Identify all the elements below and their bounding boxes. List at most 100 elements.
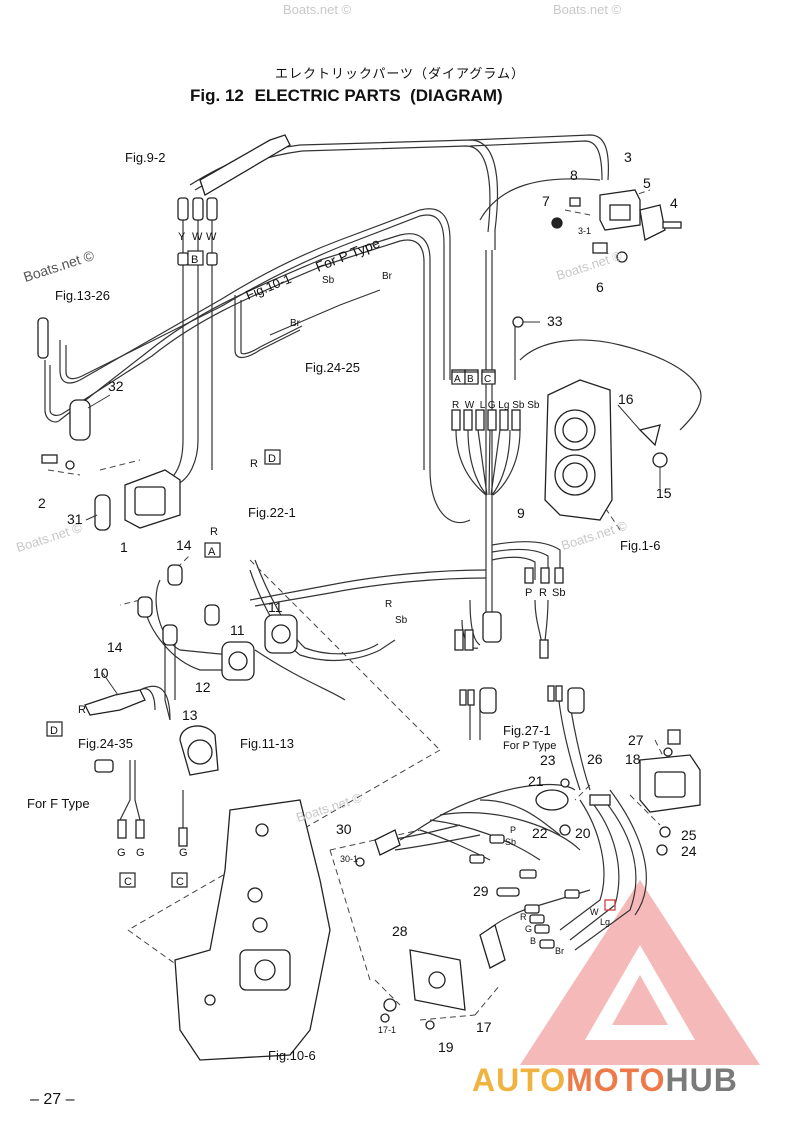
callout-leaders xyxy=(85,321,661,696)
svg-text:24: 24 xyxy=(681,843,697,859)
svg-text:2: 2 xyxy=(38,495,46,511)
svg-text:R W L G Lg Sb Sb: R W L G Lg Sb Sb xyxy=(452,400,540,411)
svg-text:P: P xyxy=(510,825,516,835)
svg-text:8: 8 xyxy=(570,167,578,183)
label-for-f-type: For F Type xyxy=(27,796,90,811)
svg-text:12: 12 xyxy=(195,679,211,695)
svg-text:Sb: Sb xyxy=(395,615,408,626)
svg-text:16: 16 xyxy=(618,391,634,407)
label-fig24-25: Fig.24-25 xyxy=(305,360,360,375)
svg-text:G: G xyxy=(136,847,145,859)
watermark: Boats.net © xyxy=(283,2,352,17)
label-fig11-13: Fig.11-13 xyxy=(240,736,294,751)
svg-text:Lg: Lg xyxy=(600,917,610,927)
svg-text:11: 11 xyxy=(230,622,245,638)
svg-text:17: 17 xyxy=(476,1019,492,1035)
svg-text:R: R xyxy=(250,458,258,470)
svg-text:3: 3 xyxy=(624,149,632,165)
svg-text:R: R xyxy=(520,912,527,922)
svg-text:W: W xyxy=(192,231,203,243)
svg-text:18: 18 xyxy=(625,751,641,767)
svg-text:R: R xyxy=(539,587,547,599)
brand-triangle-logo xyxy=(520,880,760,1065)
svg-text:W: W xyxy=(206,231,217,243)
svg-text:31: 31 xyxy=(67,511,83,527)
svg-text:17-1: 17-1 xyxy=(378,1025,396,1035)
svg-text:R: R xyxy=(78,704,86,716)
svg-text:23: 23 xyxy=(540,752,556,768)
svg-text:A: A xyxy=(208,546,216,558)
svg-text:20: 20 xyxy=(575,825,591,841)
label-fig10-6: Fig.10-6 xyxy=(268,1048,316,1063)
svg-text:27: 27 xyxy=(628,732,644,748)
figure-number: Fig. 12 xyxy=(190,86,244,105)
svg-text:Sb: Sb xyxy=(505,837,516,847)
figure-title: Fig. 12 ELECTRIC PARTS (DIAGRAM) xyxy=(190,86,509,106)
svg-text:9: 9 xyxy=(517,505,525,521)
svg-text:Y: Y xyxy=(178,231,186,243)
svg-text:Br: Br xyxy=(382,271,393,282)
svg-text:P: P xyxy=(525,587,532,599)
svg-text:W: W xyxy=(590,907,599,917)
svg-text:3-1: 3-1 xyxy=(578,226,591,236)
svg-text:21: 21 xyxy=(528,773,544,789)
svg-text:D: D xyxy=(50,725,58,737)
svg-text:Br: Br xyxy=(555,946,564,956)
svg-text:G: G xyxy=(179,847,188,859)
svg-text:32: 32 xyxy=(108,378,124,394)
svg-text:26: 26 xyxy=(587,751,603,767)
brand-part-moto: MOTO xyxy=(566,1062,666,1098)
svg-text:22: 22 xyxy=(532,825,548,841)
svg-text:G: G xyxy=(117,847,126,859)
svg-text:D: D xyxy=(268,453,276,465)
label-for-p-type: For P Type xyxy=(313,234,382,274)
title-japanese: エレクトリックパーツ（ダイアグラム） xyxy=(274,66,526,81)
svg-text:C: C xyxy=(124,876,132,888)
svg-text:19: 19 xyxy=(438,1039,454,1055)
svg-text:A: A xyxy=(454,374,461,385)
box-markers xyxy=(46,250,496,888)
svg-text:28: 28 xyxy=(392,923,408,939)
label-fig13-26: Fig.13-26 xyxy=(55,288,110,303)
svg-text:10: 10 xyxy=(93,665,109,681)
label-for-p-type-2: For P Type xyxy=(503,740,556,752)
svg-text:C: C xyxy=(176,876,184,888)
parts xyxy=(37,134,701,1061)
label-fig24-35: Fig.24-35 xyxy=(78,736,133,751)
svg-text:1: 1 xyxy=(120,539,128,555)
label-fig1-6: Fig.1-6 xyxy=(620,538,660,553)
svg-text:6: 6 xyxy=(596,279,604,295)
svg-text:25: 25 xyxy=(681,827,697,843)
svg-text:14: 14 xyxy=(176,537,192,553)
watermark: Boats.net © xyxy=(553,2,622,17)
svg-text:R: R xyxy=(210,526,218,538)
brand-part-hub: HUB xyxy=(665,1062,738,1098)
label-fig22-1: Fig.22-1 xyxy=(248,505,296,520)
label-fig10-1: Fig.10-1 xyxy=(244,271,294,303)
svg-text:14: 14 xyxy=(107,639,123,655)
svg-text:C: C xyxy=(484,374,491,385)
brand-part-auto: AUTO xyxy=(472,1062,567,1098)
label-fig27-1: Fig.27-1 xyxy=(503,723,551,738)
svg-text:G: G xyxy=(525,924,532,934)
svg-text:30: 30 xyxy=(336,821,352,837)
brand-wordmark: AUTOMOTOHUB xyxy=(472,1062,738,1099)
svg-text:Br: Br xyxy=(290,318,301,329)
svg-text:30-1: 30-1 xyxy=(340,854,358,864)
svg-text:B: B xyxy=(467,374,474,385)
svg-text:4: 4 xyxy=(670,195,678,211)
svg-text:15: 15 xyxy=(656,485,672,501)
page-number: – 27 – xyxy=(30,1091,75,1108)
part-callouts: 1 2 3 4 5 6 7 8 9 10 11 11 12 13 14 14 1… xyxy=(38,149,697,1055)
wire-codes: Y W W B Sb Br Br R D R A A B C R W L G L… xyxy=(50,226,610,1035)
svg-text:11: 11 xyxy=(268,599,283,615)
svg-text:13: 13 xyxy=(182,707,198,723)
figure-caption: ELECTRIC PARTS (DIAGRAM) xyxy=(254,86,503,105)
svg-text:R: R xyxy=(385,599,392,610)
svg-text:Sb: Sb xyxy=(552,587,565,599)
svg-text:B: B xyxy=(191,254,198,266)
label-fig9-2: Fig.9-2 xyxy=(125,150,165,165)
svg-text:33: 33 xyxy=(547,313,563,329)
